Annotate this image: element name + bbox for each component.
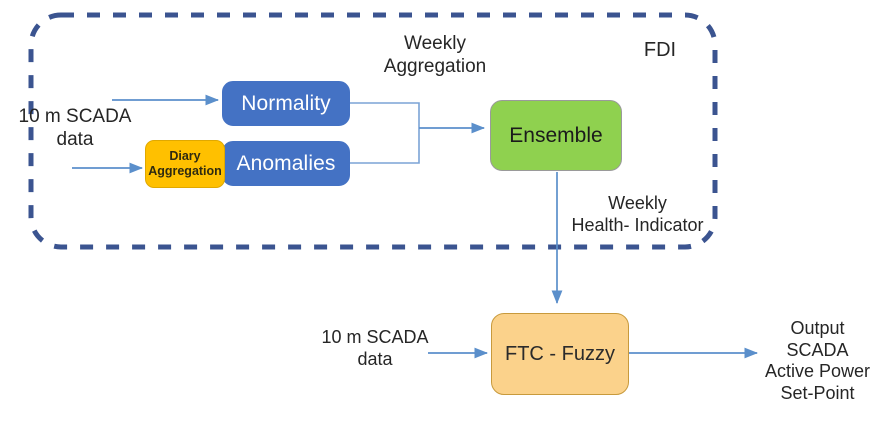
label-fdi: FDI bbox=[643, 39, 677, 61]
node-ftc-fuzzy[interactable]: FTC - Fuzzy bbox=[491, 313, 629, 395]
node-anomalies-label: Anomalies bbox=[236, 151, 336, 175]
label-scada-input-bottom: 10 m SCADA data bbox=[321, 327, 429, 369]
node-diary-aggregation[interactable]: Diary Aggregation bbox=[145, 140, 225, 188]
node-ftc-fuzzy-label: FTC - Fuzzy bbox=[505, 342, 615, 365]
node-anomalies[interactable]: Anomalies bbox=[222, 141, 350, 186]
node-normality[interactable]: Normality bbox=[222, 81, 350, 126]
edge-normality-to-bracket bbox=[350, 102, 420, 128]
node-normality-label: Normality bbox=[241, 91, 331, 115]
label-weekly-aggregation: Weekly Aggregation bbox=[383, 33, 487, 77]
label-weekly-health-indicator: Weekly Health- Indicator bbox=[571, 193, 704, 235]
edge-anomalies-to-bracket bbox=[350, 128, 420, 164]
node-ensemble[interactable]: Ensemble bbox=[490, 100, 622, 171]
label-scada-input-top: 10 m SCADA data bbox=[18, 106, 132, 150]
label-output: Output SCADA Active Power Set-Point bbox=[764, 318, 871, 403]
node-ensemble-label: Ensemble bbox=[509, 123, 603, 147]
node-diary-aggregation-label: Diary Aggregation bbox=[148, 149, 222, 178]
